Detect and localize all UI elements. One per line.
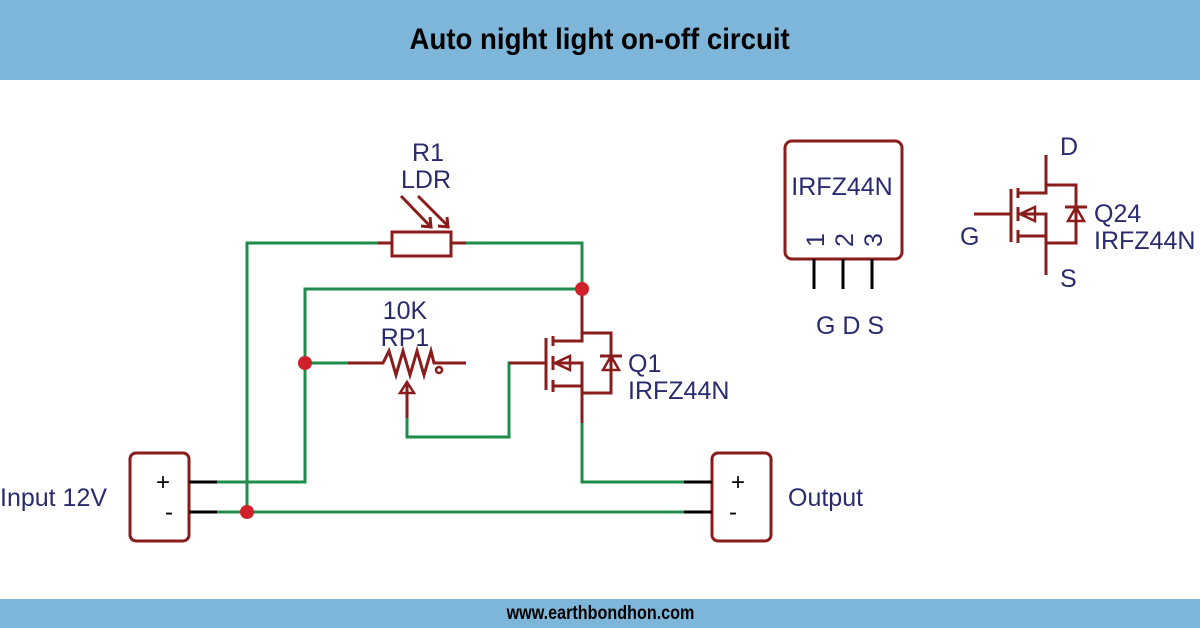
junction-dot (298, 356, 312, 370)
gate-label: G (960, 223, 979, 251)
junction-dot (240, 505, 254, 519)
input-label: Input 12V (0, 484, 107, 512)
package-part-label: IRFZ44N (791, 173, 892, 201)
pin-names-label: G D S (816, 312, 884, 340)
ldr-r1: R1 LDR (378, 139, 466, 258)
legend-ref-label: Q24 (1094, 200, 1141, 228)
output-label: Output (788, 484, 863, 512)
input-connector: + - Input 12V (0, 451, 217, 543)
pot-ref-label: RP1 (381, 324, 430, 352)
footer-banner: www.earthbondhon.com (0, 599, 1200, 628)
body-diode-icon (1065, 204, 1087, 223)
pin-2-label: 2 (831, 233, 859, 247)
pot-value-label: 10K (383, 297, 428, 325)
output-plus-sign: + (731, 469, 745, 496)
wire-pot-top (303, 287, 584, 484)
irfz44n-package: IRFZ44N 1 2 3 G D S (783, 139, 904, 340)
wire-ldr-left (245, 241, 380, 514)
mosfet-q1: Q1 IRFZ44N (509, 289, 729, 423)
page-title: Auto night light on-off circuit (409, 23, 791, 56)
junction-dot (575, 282, 589, 296)
mosfet-symbol-legend: D G S Q24 IRFZ44N (960, 133, 1195, 293)
input-minus-sign: - (165, 499, 173, 526)
ldr-value-label: LDR (401, 166, 451, 194)
input-plus-sign: + (156, 469, 170, 496)
wiper-arrow-icon (397, 379, 417, 395)
pot-terminal-icon (434, 365, 444, 375)
ldr-ref-label: R1 (412, 139, 444, 167)
light-arrows-icon (399, 194, 450, 229)
mosfet-ref-label: Q1 (628, 350, 661, 378)
source-label: S (1060, 265, 1077, 293)
output-connector: + - Output (684, 451, 863, 543)
mosfet-part-label: IRFZ44N (628, 377, 729, 405)
website-link[interactable]: www.earthbondhon.com (506, 602, 694, 624)
wire-source-output (580, 421, 686, 484)
wire-wiper-gate (405, 361, 511, 439)
pin-1-label: 1 (802, 233, 830, 247)
drain-label: D (1060, 133, 1078, 161)
potentiometer-rp1: 10K RP1 (348, 297, 466, 418)
wires (215, 241, 686, 514)
body-diode-icon (600, 353, 622, 372)
output-minus-sign: - (729, 499, 737, 526)
legend-part-label: IRFZ44N (1094, 227, 1195, 255)
title-banner: Auto night light on-off circuit (0, 0, 1200, 80)
wire-ldr-right (464, 241, 584, 291)
pin-3-label: 3 (860, 233, 888, 247)
